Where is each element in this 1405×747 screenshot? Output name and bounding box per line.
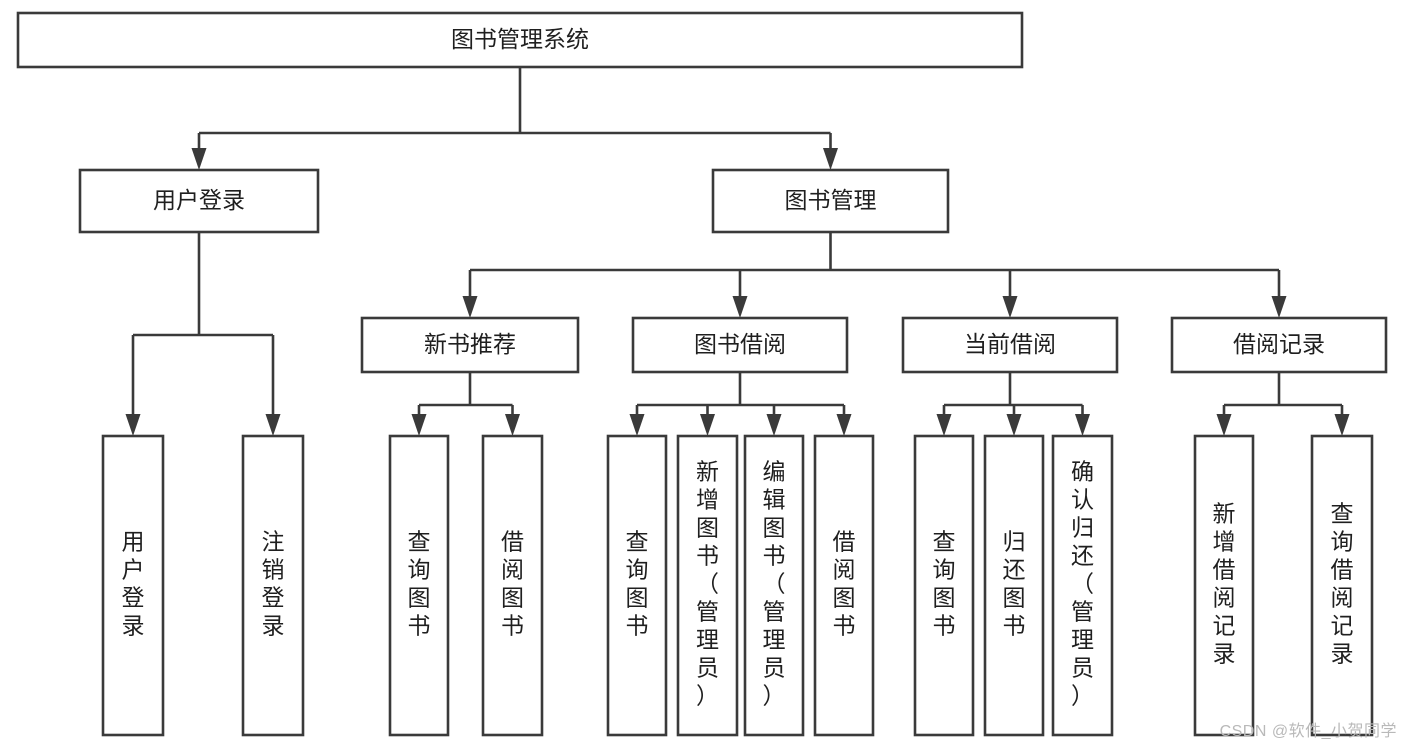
connector-layer xyxy=(125,67,1350,436)
node-box-user-login[interactable] xyxy=(78,168,320,234)
connector-group-g-manage xyxy=(462,232,1287,318)
node-label-leaf-user-logout: 注销登录 xyxy=(262,529,285,639)
node-label-leaf-book-edit: 编辑图书（管理员） xyxy=(763,459,786,709)
node-leaf-rec-borrow[interactable]: 借阅图书 xyxy=(481,434,544,737)
node-leaf-cur-confirm[interactable]: 确认归还（管理员） xyxy=(1051,434,1114,737)
node-box-leaf-book-borrow[interactable] xyxy=(813,434,875,737)
arrow-head-leaf-cur-query xyxy=(936,414,952,436)
node-label-current-borrow: 当前借阅 xyxy=(964,331,1056,357)
node-box-leaf-rec-query2[interactable] xyxy=(1310,434,1374,737)
node-box-leaf-borrow-query[interactable] xyxy=(606,434,668,737)
node-leaf-rec-query[interactable]: 查询图书 xyxy=(388,434,450,737)
node-label-leaf-rec-borrow: 借阅图书 xyxy=(501,529,524,639)
node-box-current-borrow[interactable] xyxy=(901,316,1119,374)
connector-group-g-current xyxy=(936,372,1090,436)
arrow-head-leaf-book-add xyxy=(700,414,715,436)
node-leaf-borrow-query[interactable]: 查询图书 xyxy=(606,434,668,737)
node-leaf-book-add[interactable]: 新增图书（管理员） xyxy=(676,434,739,737)
node-layer: 图书管理系统用户登录图书管理新书推荐图书借阅当前借阅借阅记录用户登录注销登录查询… xyxy=(16,11,1388,737)
arrow-head-leaf-book-borrow xyxy=(836,414,852,436)
arrow-head-leaf-cur-confirm xyxy=(1075,414,1090,436)
node-box-book-manage[interactable] xyxy=(711,168,950,234)
connector-group-g-borrow xyxy=(629,372,852,436)
node-box-leaf-cur-query[interactable] xyxy=(913,434,975,737)
node-root[interactable]: 图书管理系统 xyxy=(16,11,1024,69)
node-box-book-borrow[interactable] xyxy=(631,316,849,374)
node-book-manage[interactable]: 图书管理 xyxy=(711,168,950,234)
node-leaf-user-logout[interactable]: 注销登录 xyxy=(241,434,305,737)
node-label-user-login: 用户登录 xyxy=(153,187,245,213)
node-label-book-borrow: 图书借阅 xyxy=(694,331,786,357)
node-label-borrow-record: 借阅记录 xyxy=(1233,331,1325,357)
node-box-leaf-book-add[interactable] xyxy=(676,434,739,737)
arrow-head-leaf-user-logout xyxy=(265,414,281,436)
node-label-leaf-user-login: 用户登录 xyxy=(122,529,145,639)
connector-group-g-root xyxy=(191,67,838,170)
node-user-login[interactable]: 用户登录 xyxy=(78,168,320,234)
arrow-head-current-borrow xyxy=(1002,296,1018,318)
node-box-borrow-record[interactable] xyxy=(1170,316,1388,374)
node-box-root[interactable] xyxy=(16,11,1024,69)
node-book-borrow[interactable]: 图书借阅 xyxy=(631,316,849,374)
node-label-new-book-rec: 新书推荐 xyxy=(424,331,516,357)
node-label-leaf-rec-add: 新增借阅记录 xyxy=(1213,501,1236,667)
node-leaf-book-borrow[interactable]: 借阅图书 xyxy=(813,434,875,737)
node-leaf-rec-add[interactable]: 新增借阅记录 xyxy=(1193,434,1255,737)
node-label-leaf-borrow-query: 查询图书 xyxy=(626,529,649,639)
node-current-borrow[interactable]: 当前借阅 xyxy=(901,316,1119,374)
arrow-head-leaf-rec-query xyxy=(411,414,427,436)
node-leaf-rec-query2[interactable]: 查询借阅记录 xyxy=(1310,434,1374,737)
node-label-leaf-cur-query: 查询图书 xyxy=(933,529,956,639)
node-label-leaf-rec-query2: 查询借阅记录 xyxy=(1331,501,1354,667)
arrow-head-new-book-rec xyxy=(462,296,478,318)
node-box-leaf-book-edit[interactable] xyxy=(743,434,805,737)
connector-group-g-login xyxy=(125,232,281,436)
arrow-head-leaf-rec-add xyxy=(1216,414,1232,436)
arrow-head-borrow-record xyxy=(1271,296,1287,318)
node-label-leaf-cur-confirm: 确认归还（管理员） xyxy=(1071,459,1094,709)
arrow-head-leaf-cur-return xyxy=(1006,414,1022,436)
node-label-leaf-cur-return: 归还图书 xyxy=(1003,529,1026,639)
node-leaf-book-edit[interactable]: 编辑图书（管理员） xyxy=(743,434,805,737)
node-label-book-manage: 图书管理 xyxy=(785,187,877,213)
node-box-leaf-cur-return[interactable] xyxy=(983,434,1045,737)
node-label-root: 图书管理系统 xyxy=(451,26,589,52)
arrow-head-leaf-user-login xyxy=(125,414,141,436)
node-label-leaf-book-borrow: 借阅图书 xyxy=(833,529,856,639)
arrow-head-leaf-rec-borrow xyxy=(505,414,520,436)
connector-group-g-rec xyxy=(411,372,520,436)
node-label-leaf-rec-query: 查询图书 xyxy=(408,529,431,639)
arrow-head-book-manage xyxy=(823,148,838,170)
node-box-new-book-rec[interactable] xyxy=(360,316,580,374)
node-box-leaf-rec-add[interactable] xyxy=(1193,434,1255,737)
node-box-leaf-rec-query[interactable] xyxy=(388,434,450,737)
node-leaf-cur-query[interactable]: 查询图书 xyxy=(913,434,975,737)
node-new-book-rec[interactable]: 新书推荐 xyxy=(360,316,580,374)
node-leaf-cur-return[interactable]: 归还图书 xyxy=(983,434,1045,737)
arrow-head-leaf-rec-query2 xyxy=(1334,414,1350,436)
connector-group-g-record xyxy=(1216,372,1350,436)
csdn-watermark: CSDN @软件_小贺同学 xyxy=(1219,723,1397,740)
node-box-leaf-rec-borrow[interactable] xyxy=(481,434,544,737)
arrow-head-book-borrow xyxy=(732,296,748,318)
arrow-head-leaf-book-edit xyxy=(766,414,782,436)
arrow-head-leaf-borrow-query xyxy=(629,414,645,436)
node-box-leaf-user-logout[interactable] xyxy=(241,434,305,737)
node-borrow-record[interactable]: 借阅记录 xyxy=(1170,316,1388,374)
arrow-head-user-login xyxy=(191,148,207,170)
node-label-leaf-book-add: 新增图书（管理员） xyxy=(696,459,719,709)
node-leaf-user-login[interactable]: 用户登录 xyxy=(101,434,165,737)
node-box-leaf-user-login[interactable] xyxy=(101,434,165,737)
node-box-leaf-cur-confirm[interactable] xyxy=(1051,434,1114,737)
